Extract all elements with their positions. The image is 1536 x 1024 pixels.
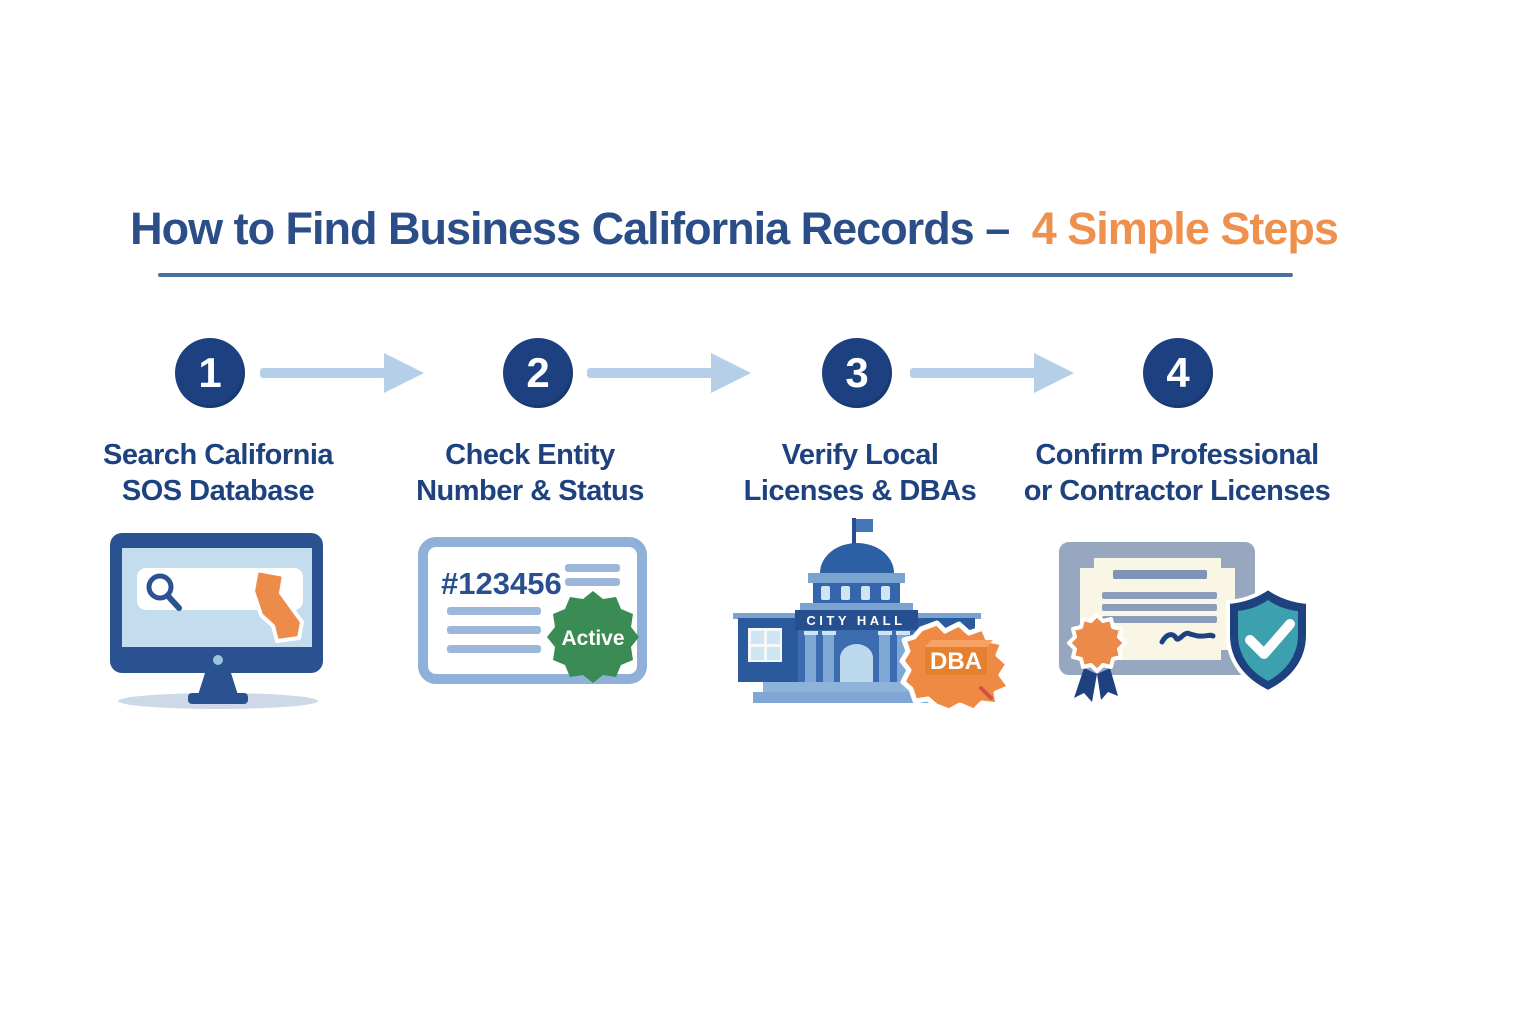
step-top	[763, 682, 965, 692]
check-mark	[1245, 619, 1295, 659]
card-line	[565, 578, 620, 586]
rosette-icon	[1067, 613, 1127, 702]
pin-icon	[979, 686, 993, 700]
step-3-label-line1: Verify Local	[781, 439, 939, 471]
card-line	[447, 626, 541, 634]
flag-icon	[852, 518, 873, 548]
arrow-right-icon	[587, 353, 751, 393]
step-2-number: 2	[526, 349, 550, 396]
step-1-number: 1	[198, 349, 222, 396]
step-4-label-line2: or Contractor Licenses	[1023, 475, 1331, 507]
title-main: How to Find Business California Records …	[130, 203, 1010, 254]
page-title: How to Find Business California Records …	[0, 203, 1468, 255]
wing-ledge	[733, 613, 803, 619]
step-3-number: 3	[845, 349, 869, 396]
step-3-label-line2: Licenses & DBAs	[743, 475, 977, 507]
city-hall-sign-text: CITY HALL	[806, 613, 905, 628]
step-1-number-badge: 1	[175, 338, 245, 408]
step-2-number-badge: 2	[503, 338, 573, 408]
step-1-label-line1: Search California	[102, 439, 334, 471]
california-map-icon	[251, 568, 304, 643]
drum	[813, 583, 900, 603]
monitor-camera-dot	[213, 655, 223, 665]
entity-number-text: #123456	[441, 566, 562, 601]
monitor-stand	[198, 673, 238, 695]
city-hall-dba-icon: CITY HALL DBA	[733, 518, 1013, 712]
drum-window	[861, 586, 870, 600]
step-3-number-badge: 3	[822, 338, 892, 408]
step-2-label-line1: Check Entity	[445, 439, 615, 471]
entity-record-card-icon: #123456 Active	[418, 537, 647, 684]
step-4-label-line1: Confirm Professional	[1035, 439, 1319, 471]
step-2-label: Check Entity Number & Status	[360, 437, 700, 509]
certificate-line	[1102, 592, 1217, 599]
search-icon	[146, 573, 182, 611]
arched-door	[840, 644, 873, 682]
arrow-right-icon	[910, 353, 1074, 393]
active-badge-text: Active	[561, 627, 624, 650]
drum-window	[821, 586, 830, 600]
dba-map-icon: DBA	[899, 620, 1013, 712]
sign-band	[795, 610, 918, 630]
drum-window	[881, 586, 890, 600]
step-2-label-line2: Number & Status	[416, 475, 644, 507]
step-4-number: 4	[1166, 349, 1190, 396]
step-1-label: Search California SOS Database	[48, 437, 388, 509]
left-wing-window	[748, 628, 782, 662]
certificate-title-line	[1113, 570, 1207, 579]
card-line	[565, 564, 620, 572]
shield-check-icon	[1226, 585, 1310, 695]
certificate-line	[1102, 604, 1217, 611]
card-line	[447, 645, 541, 653]
monitor-search-california-icon	[110, 533, 323, 709]
card-line	[447, 607, 541, 615]
drum-window	[841, 586, 850, 600]
arrow-right-icon	[260, 353, 424, 393]
active-seal-icon: Active	[547, 591, 639, 683]
signature-squiggle	[1159, 630, 1216, 645]
certificate-line	[1102, 616, 1217, 623]
cornice	[800, 603, 913, 610]
dome	[820, 543, 894, 573]
step-3-label: Verify Local Licenses & DBAs	[690, 437, 1030, 509]
step-4-label: Confirm Professional or Contractor Licen…	[1007, 437, 1347, 509]
monitor-base	[188, 693, 248, 704]
dba-tag-text: DBA	[930, 648, 982, 675]
certificate-shield-check-icon	[1055, 538, 1310, 702]
title-underline	[158, 273, 1293, 277]
step-bottom	[753, 692, 963, 703]
step-4-number-badge: 4	[1143, 338, 1213, 408]
title-accent: 4 Simple Steps	[1031, 203, 1339, 254]
wing-ledge	[911, 613, 981, 619]
step-1-label-line2: SOS Database	[121, 475, 315, 507]
cornice	[808, 573, 905, 583]
